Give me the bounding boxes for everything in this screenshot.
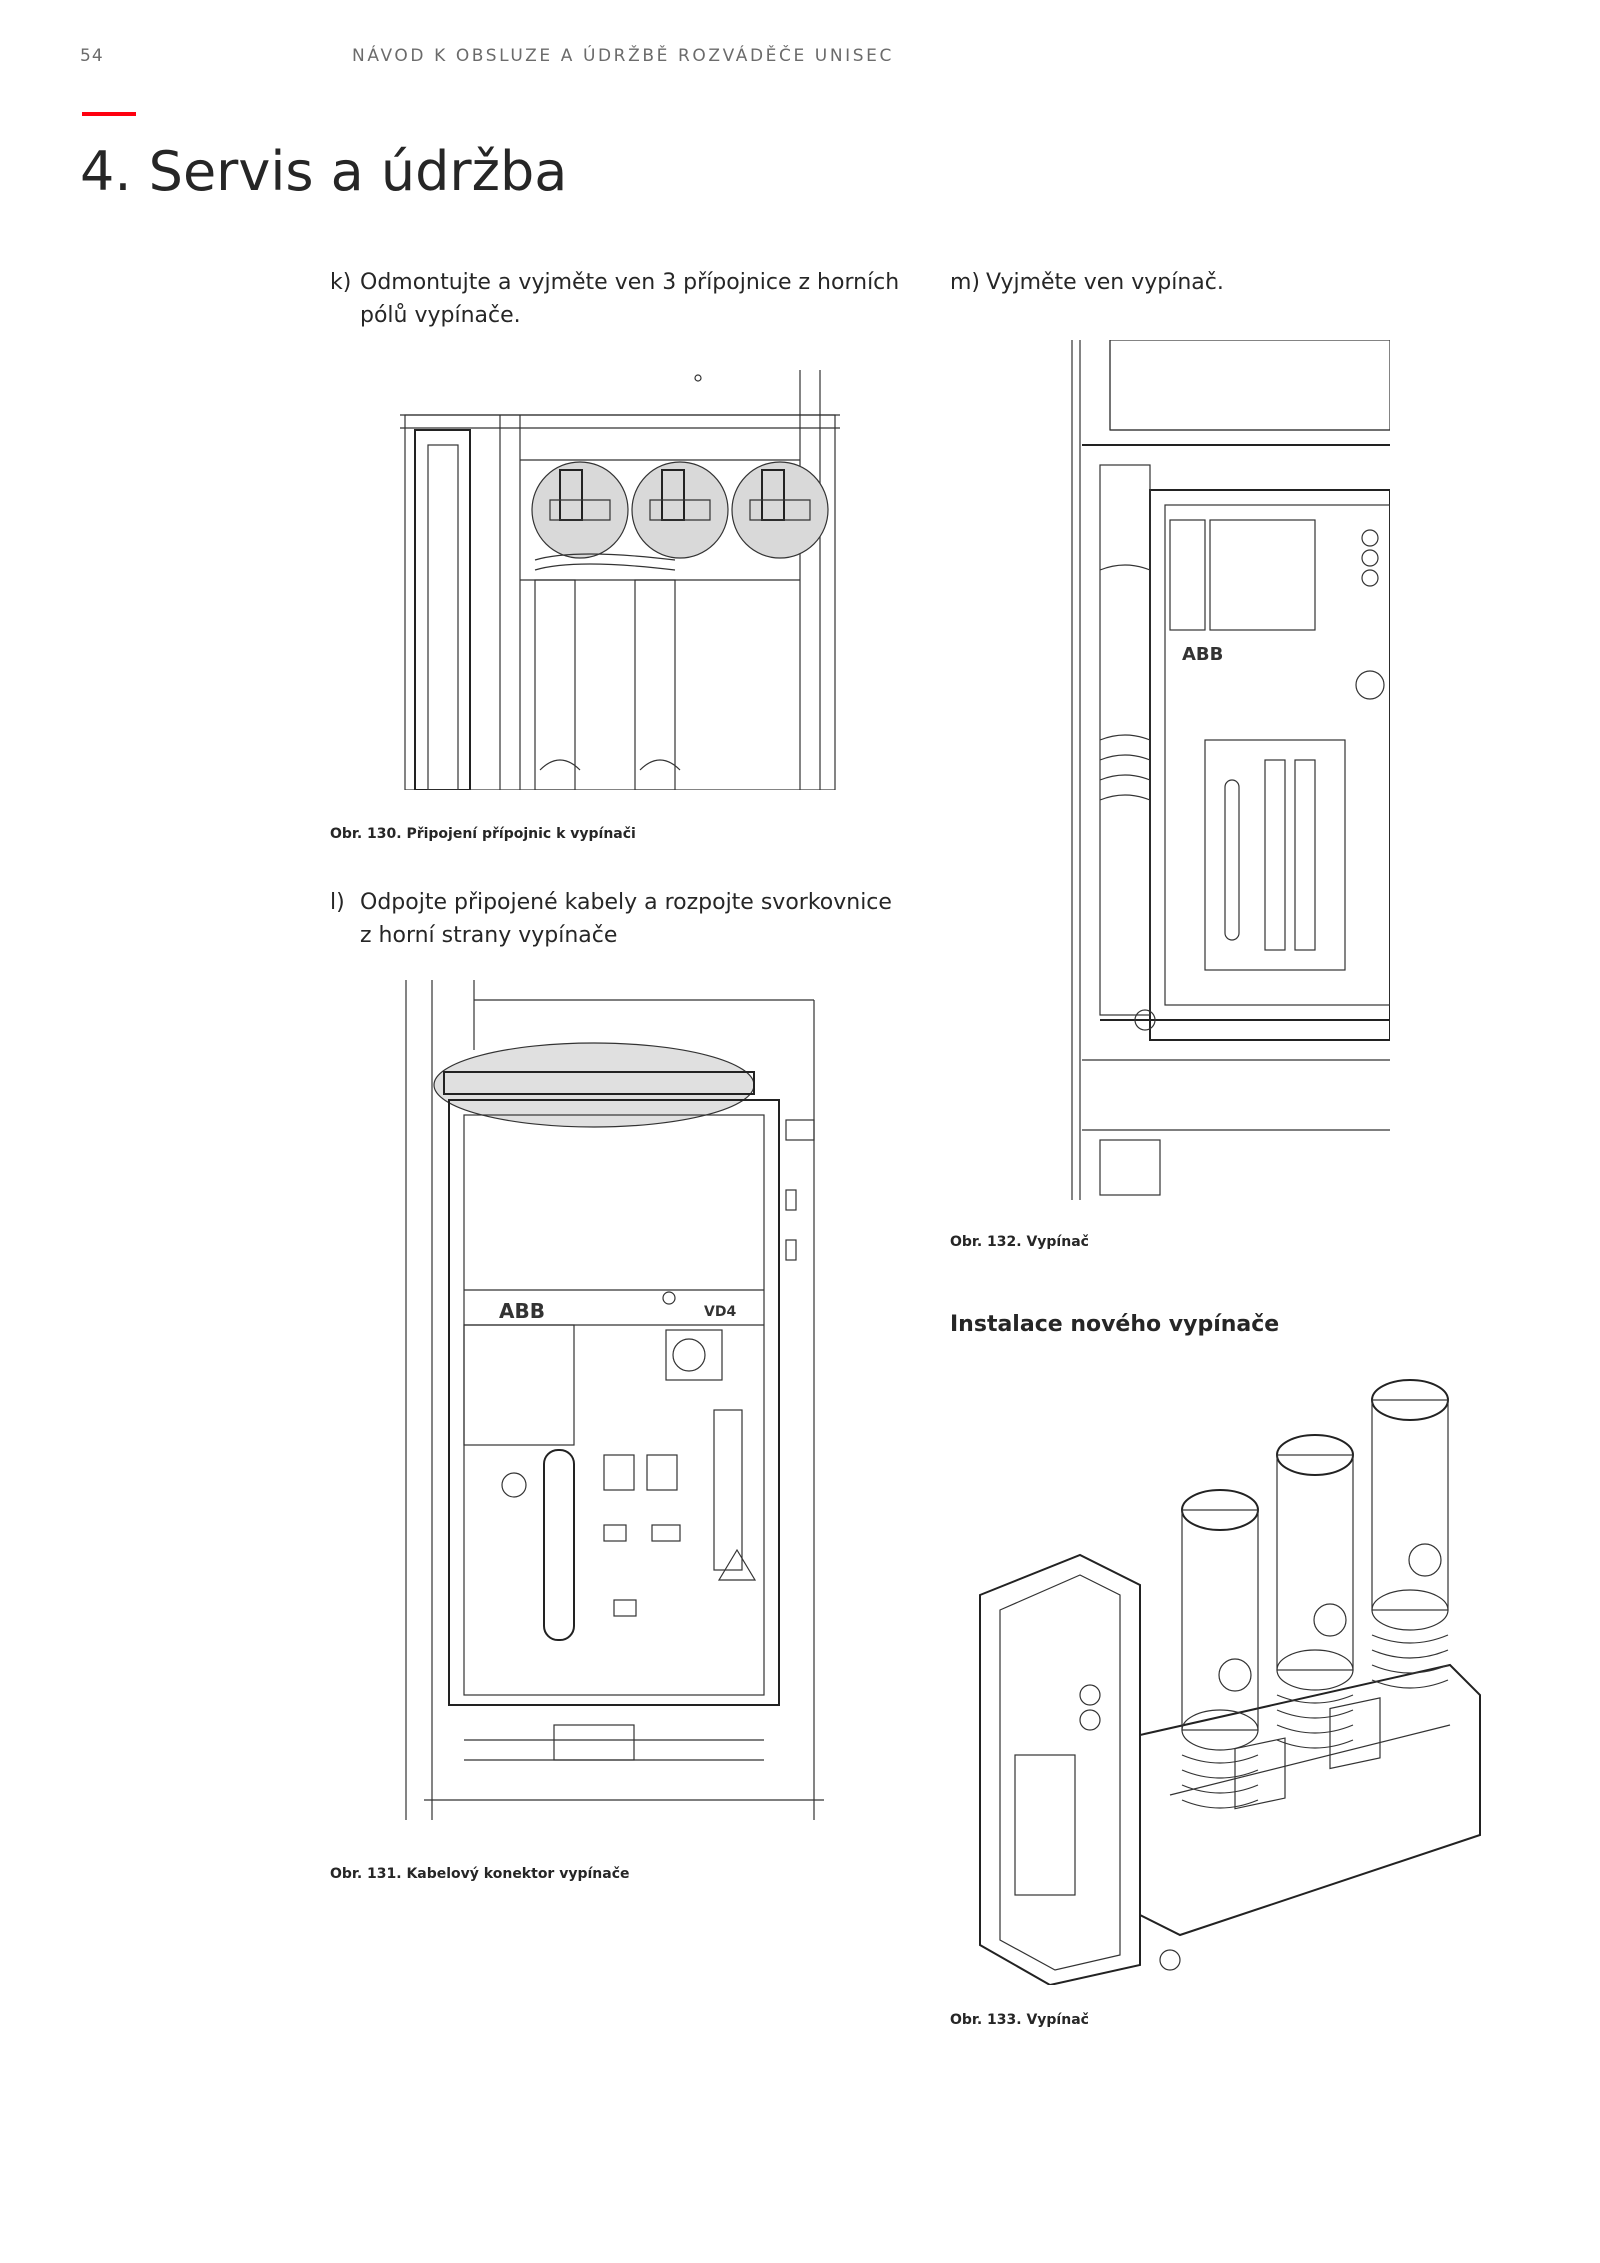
figure-130 (400, 370, 840, 790)
step-k: k) Odmontujte a vyjměte ven 3 přípojnice… (330, 266, 910, 336)
accent-bar (82, 112, 136, 116)
svg-text:ABB: ABB (499, 1299, 545, 1323)
figure-132-caption: Obr. 132. Vypínač (950, 1234, 1089, 1250)
running-header: NÁVOD K OBSLUZE A ÚDRŽBĚ ROZVÁDĚČE UNISE… (352, 46, 894, 66)
figure-130-caption: Obr. 130. Připojení přípojnic k vypínači (330, 826, 636, 842)
figure-133-caption: Obr. 133. Vypínač (950, 2012, 1089, 2028)
figure-133 (970, 1375, 1490, 1985)
cable-connector-illustration: ABB VD4 (405, 980, 824, 1820)
page-number: 54 (80, 46, 104, 66)
figure-131-caption: Obr. 131. Kabelový konektor vypínače (330, 1866, 630, 1882)
step-l-text: Odpojte připojené kabely a rozpojte svor… (360, 890, 892, 948)
new-breaker-illustration (979, 1379, 1481, 1985)
busbar-illustration (400, 370, 840, 790)
circuit-breaker-illustration: ABB (1071, 340, 1390, 1200)
chapter-title: 4. Servis a údržba (80, 140, 568, 203)
step-k-marker: k) (330, 270, 352, 295)
svg-text:ABB: ABB (1182, 644, 1223, 665)
figure-131: ABB VD4 (404, 980, 834, 1820)
step-k-text: Odmontujte a vyjměte ven 3 přípojnice z … (360, 270, 900, 328)
figure-132: ABB (1070, 340, 1390, 1200)
svg-text:VD4: VD4 (704, 1304, 736, 1320)
step-m: m) Vyjměte ven vypínač. (950, 266, 1450, 306)
step-m-text: Vyjměte ven vypínač. (986, 270, 1224, 295)
step-l: l) Odpojte připojené kabely a rozpojte s… (330, 886, 910, 956)
step-m-marker: m) (950, 270, 981, 295)
section-heading-install: Instalace nového vypínače (950, 1312, 1280, 1337)
step-l-marker: l) (330, 890, 345, 915)
